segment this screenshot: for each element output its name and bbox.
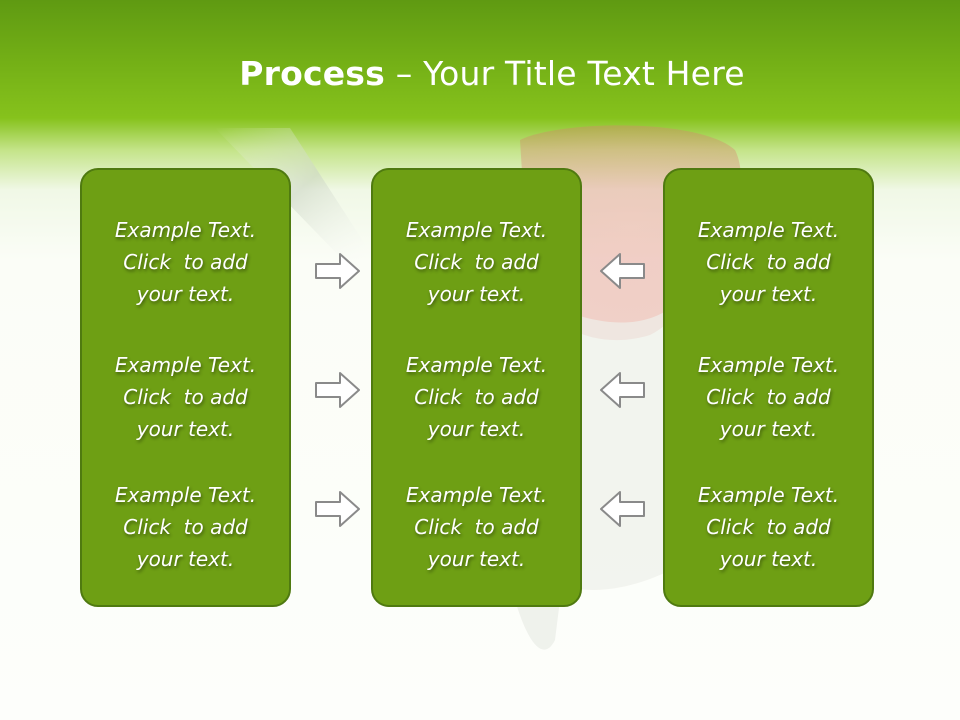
cream-tip-shape <box>515 600 560 650</box>
arrow-right-icon <box>315 253 360 289</box>
text-line: Example Text. <box>114 353 257 377</box>
text-line: Example Text. <box>405 218 548 242</box>
text-line: Click to add <box>123 250 248 274</box>
text-line: Example Text. <box>114 218 257 242</box>
text-line: Click to add <box>706 385 831 409</box>
text-line: Example Text. <box>697 483 840 507</box>
title-separator: – <box>385 54 424 93</box>
arrow-left-icon <box>600 372 645 408</box>
arrow-right-icon <box>315 491 360 527</box>
arrow-right-icon <box>315 372 360 408</box>
text-line: your text. <box>136 282 235 306</box>
text-line: Example Text. <box>697 353 840 377</box>
text-line: your text. <box>719 282 818 306</box>
text-block[interactable]: Example Text. Click to add your text. <box>82 349 289 445</box>
text-line: Example Text. <box>405 483 548 507</box>
text-block[interactable]: Example Text. Click to add your text. <box>82 479 289 575</box>
text-line: Click to add <box>123 515 248 539</box>
text-block[interactable]: Example Text. Click to add your text. <box>665 479 872 575</box>
text-line: your text. <box>427 282 526 306</box>
process-panel-left: Example Text. Click to add your text. Exam… <box>80 168 291 607</box>
text-block[interactable]: Example Text. Click to add your text. <box>82 214 289 310</box>
text-line: Click to add <box>123 385 248 409</box>
title-rest: Your Title Text Here <box>423 54 745 93</box>
text-block[interactable]: Example Text. Click to add your text. <box>665 214 872 310</box>
knife-blade-shape <box>215 128 372 262</box>
text-line: Click to add <box>414 515 539 539</box>
text-line: your text. <box>136 417 235 441</box>
text-block[interactable]: Example Text. Click to add your text. <box>373 214 580 310</box>
text-block[interactable]: Example Text. Click to add your text. <box>373 349 580 445</box>
page-title: Process – Your Title Text Here <box>0 52 960 96</box>
text-line: Example Text. <box>405 353 548 377</box>
text-line: Click to add <box>414 385 539 409</box>
text-line: your text. <box>719 417 818 441</box>
process-panel-center: Example Text. Click to add your text. Exam… <box>371 168 582 607</box>
text-line: your text. <box>427 547 526 571</box>
arrow-left-icon <box>600 253 645 289</box>
text-line: Click to add <box>414 250 539 274</box>
text-line: Example Text. <box>697 218 840 242</box>
text-block[interactable]: Example Text. Click to add your text. <box>665 349 872 445</box>
text-line: Click to add <box>706 250 831 274</box>
title-bold: Process <box>239 54 385 93</box>
process-panel-right: Example Text. Click to add your text. Exam… <box>663 168 874 607</box>
text-line: your text. <box>427 417 526 441</box>
arrow-left-icon <box>600 491 645 527</box>
text-line: your text. <box>136 547 235 571</box>
text-line: Example Text. <box>114 483 257 507</box>
text-line: Click to add <box>706 515 831 539</box>
text-block[interactable]: Example Text. Click to add your text. <box>373 479 580 575</box>
text-line: your text. <box>719 547 818 571</box>
